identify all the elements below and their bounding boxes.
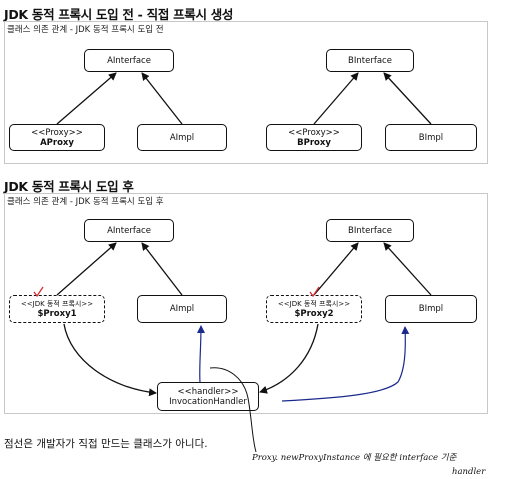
- section-heading-after: JDK 동적 프록시 도입 후: [4, 179, 134, 194]
- aimpl-label: AImpl: [169, 132, 195, 143]
- section-heading-before: JDK 동적 프록시 도입 전 - 직접 프록시 생성: [4, 7, 234, 22]
- aproxy-stereotype: <<Proxy>>: [31, 127, 83, 138]
- aproxy-name: AProxy: [40, 137, 74, 148]
- bimpl-box-before: BImpl: [385, 124, 477, 151]
- bimpl-label: BImpl: [418, 304, 444, 314]
- proxy2-stereotype: <<JDK 동적 프록시>>: [277, 300, 351, 308]
- binterface-box-before: BInterface: [326, 49, 414, 72]
- aproxy-box: <<Proxy>> AProxy: [9, 124, 105, 151]
- bimpl-label: BImpl: [418, 132, 444, 143]
- proxy1-box: <<JDK 동적 프록시>> $Proxy1: [9, 295, 105, 323]
- binterface-box-after: BInterface: [326, 219, 414, 242]
- proxy1-name: $Proxy1: [37, 309, 77, 319]
- ainterface-label: AInterface: [107, 55, 151, 66]
- dashed-line-note: 점선은 개발자가 직접 만드는 클래스가 아니다.: [4, 438, 208, 450]
- ainterface-box-after: AInterface: [84, 219, 174, 242]
- binterface-label: BInterface: [348, 55, 392, 66]
- bproxy-name: BProxy: [297, 137, 331, 148]
- aimpl-box-after: AImpl: [137, 295, 227, 323]
- panel-caption-before: 클래스 의존 관계 - JDK 동적 프록시 도입 전: [7, 25, 164, 35]
- aimpl-box-before: AImpl: [137, 124, 227, 151]
- handler-name: InvocationHandler: [169, 396, 247, 407]
- handler-stereotype: <<handler>>: [177, 386, 239, 397]
- binterface-label: BInterface: [348, 225, 392, 236]
- ainterface-label: AInterface: [107, 225, 151, 236]
- bproxy-stereotype: <<Proxy>>: [288, 127, 340, 138]
- handwritten-note-line1: Proxy. newProxyInstance 에 필요한 interface …: [251, 452, 458, 463]
- invocation-handler-box: <<handler>> InvocationHandler: [157, 382, 259, 411]
- bimpl-box-after: BImpl: [385, 295, 477, 323]
- panel-caption-after: 클래스 의존 관계 - JDK 동적 프록시 도입 후: [7, 197, 164, 207]
- bproxy-box: <<Proxy>> BProxy: [266, 124, 362, 151]
- proxy1-stereotype: <<JDK 동적 프록시>>: [20, 300, 94, 308]
- ainterface-box-before: AInterface: [84, 49, 174, 72]
- handwritten-note-line2: handler: [452, 467, 486, 477]
- proxy2-name: $Proxy2: [294, 309, 334, 319]
- aimpl-label: AImpl: [169, 304, 195, 314]
- proxy2-box: <<JDK 동적 프록시>> $Proxy2: [266, 295, 362, 323]
